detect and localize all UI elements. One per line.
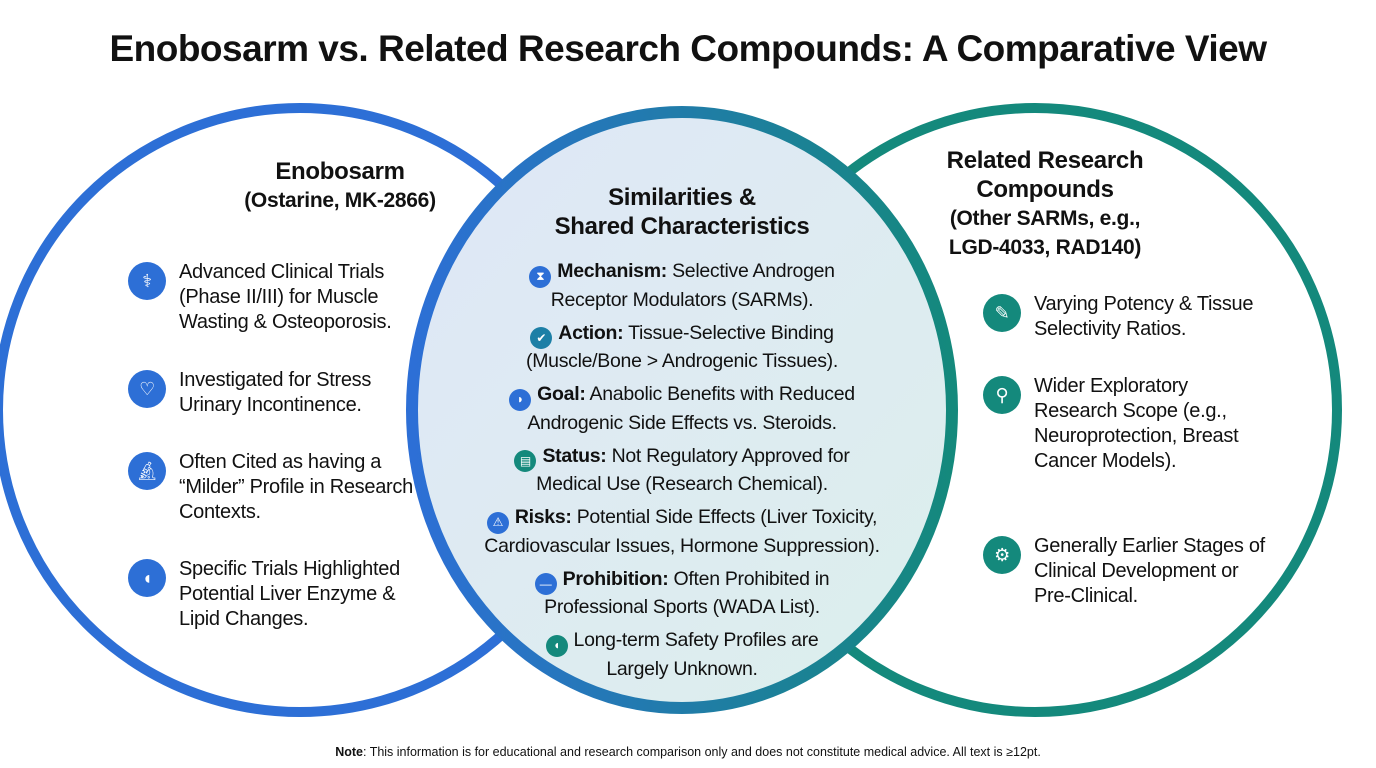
item-label: Action: [558, 321, 624, 344]
item-text: Not Regulatory Approved for Medical Use … [536, 444, 850, 496]
left-item: ♡ Investigated for Stress Urinary Inconti… [128, 368, 428, 450]
document-icon: ▤ [514, 450, 537, 472]
middle-title-1: Similarities & [608, 184, 756, 211]
item-text: Selective Androgen Receptor Modulators (… [550, 260, 835, 311]
target-binding-icon: ✔ [530, 327, 553, 349]
item-text: Generally Earlier Stages of Clinical Dev… [1034, 535, 1265, 607]
clinical-trial-icon: ⚕ [128, 262, 166, 300]
item-label: Risks: [514, 506, 572, 528]
left-list: ⚕ Advanced Clinical Trials (Phase II/III)… [128, 260, 428, 632]
item-label: Status: [542, 444, 607, 467]
muscle-icon: ◗ [509, 388, 532, 411]
middle-item: ◖Long-term Safety Profiles are Largely U… [532, 628, 832, 682]
middle-item: ⧗Mechanism: Selective Androgen Receptor … [517, 259, 847, 313]
item-text: Long-term Safety Profiles are Largely Un… [573, 629, 819, 680]
middle-item: ⚠Risks: Potential Side Effects (Liver To… [472, 505, 892, 559]
prohibited-icon: — [534, 573, 557, 595]
note-label: Note [335, 745, 363, 759]
warning-icon: ⚠ [486, 511, 509, 534]
right-title-1: Related Research [946, 147, 1144, 174]
middle-list: ⧗Mechanism: Selective Androgen Receptor … [452, 259, 912, 682]
liver-icon: ◖ [128, 559, 166, 597]
right-item: ⚲ Wider Exploratory Research Scope (e.g.,… [983, 374, 1273, 534]
middle-item: ▤Status: Not Regulatory Approved for Med… [512, 444, 852, 498]
syringe-icon: ✎ [983, 294, 1021, 332]
left-subtitle: (Ostarine, MK-2866) [244, 189, 436, 212]
right-subtitle-2: LGD-4033, RAD140) [948, 236, 1142, 259]
item-label: Goal: [537, 383, 586, 405]
right-subtitle-1: (Other SARMs, e.g., [949, 207, 1141, 230]
middle-heading: Similarities & Shared Characteristics [482, 183, 882, 241]
middle-title-2: Shared Characteristics [554, 213, 810, 240]
item-text: Often Cited as having a “Milder” Profile… [179, 451, 413, 523]
liver-icon: ◖ [545, 634, 568, 657]
item-text: Investigated for Stress Urinary Incontin… [179, 369, 372, 416]
middle-item: ✔Action: Tissue-Selective Binding (Muscl… [492, 321, 872, 375]
item-text: Anabolic Benefits with Reduced Androgeni… [527, 383, 855, 434]
middle-circle [406, 106, 958, 714]
footnote: Note: This information is for educationa… [0, 745, 1376, 759]
page-title: Enobosarm vs. Related Research Compounds… [109, 28, 1267, 69]
item-text: Varying Potency & Tissue Selectivity Rat… [1034, 293, 1254, 340]
dna-icon: ⧗ [529, 265, 552, 288]
left-item: ◖ Specific Trials Highlighted Potential L… [128, 557, 428, 632]
item-text: Tissue-Selective Binding (Muscle/Bone > … [526, 321, 838, 373]
note-text: : This information is for educational an… [362, 745, 1041, 759]
middle-item: ◗Goal: Anabolic Benefits with Reduced An… [497, 382, 867, 436]
left-heading: Enobosarm (Ostarine, MK-2866) [170, 157, 510, 215]
middle-item: —Prohibition: Often Prohibited in Profes… [522, 567, 842, 621]
right-heading: Related Research Compounds (Other SARMs,… [885, 146, 1205, 262]
item-text: Advanced Clinical Trials (Phase II/III) … [179, 261, 392, 333]
left-title: Enobosarm [275, 158, 405, 185]
left-item: ⚕ Advanced Clinical Trials (Phase II/III)… [128, 260, 428, 368]
item-label: Mechanism: [557, 260, 667, 282]
left-item: 🔬︎ Often Cited as having a “Milder” Profi… [128, 450, 428, 557]
item-text: Often Prohibited in Professional Sports … [544, 567, 830, 619]
item-text: Specific Trials Highlighted Potential Li… [179, 558, 400, 630]
item-text: Wider Exploratory Research Scope (e.g., … [1034, 375, 1239, 472]
item-label: Prohibition: [562, 567, 669, 590]
right-title-2: Compounds [976, 176, 1114, 203]
gear-icon: ⚙ [983, 536, 1021, 574]
right-list: ✎ Varying Potency & Tissue Selectivity Ra… [983, 292, 1273, 609]
magnifier-icon: ⚲ [983, 376, 1021, 414]
right-item: ✎ Varying Potency & Tissue Selectivity Ra… [983, 292, 1273, 374]
item-text: Potential Side Effects (Liver Toxicity, … [484, 506, 880, 557]
microscope-icon: 🔬︎ [128, 452, 166, 490]
pelvis-icon: ♡ [128, 370, 166, 408]
right-item: ⚙ Generally Earlier Stages of Clinical De… [983, 534, 1273, 609]
